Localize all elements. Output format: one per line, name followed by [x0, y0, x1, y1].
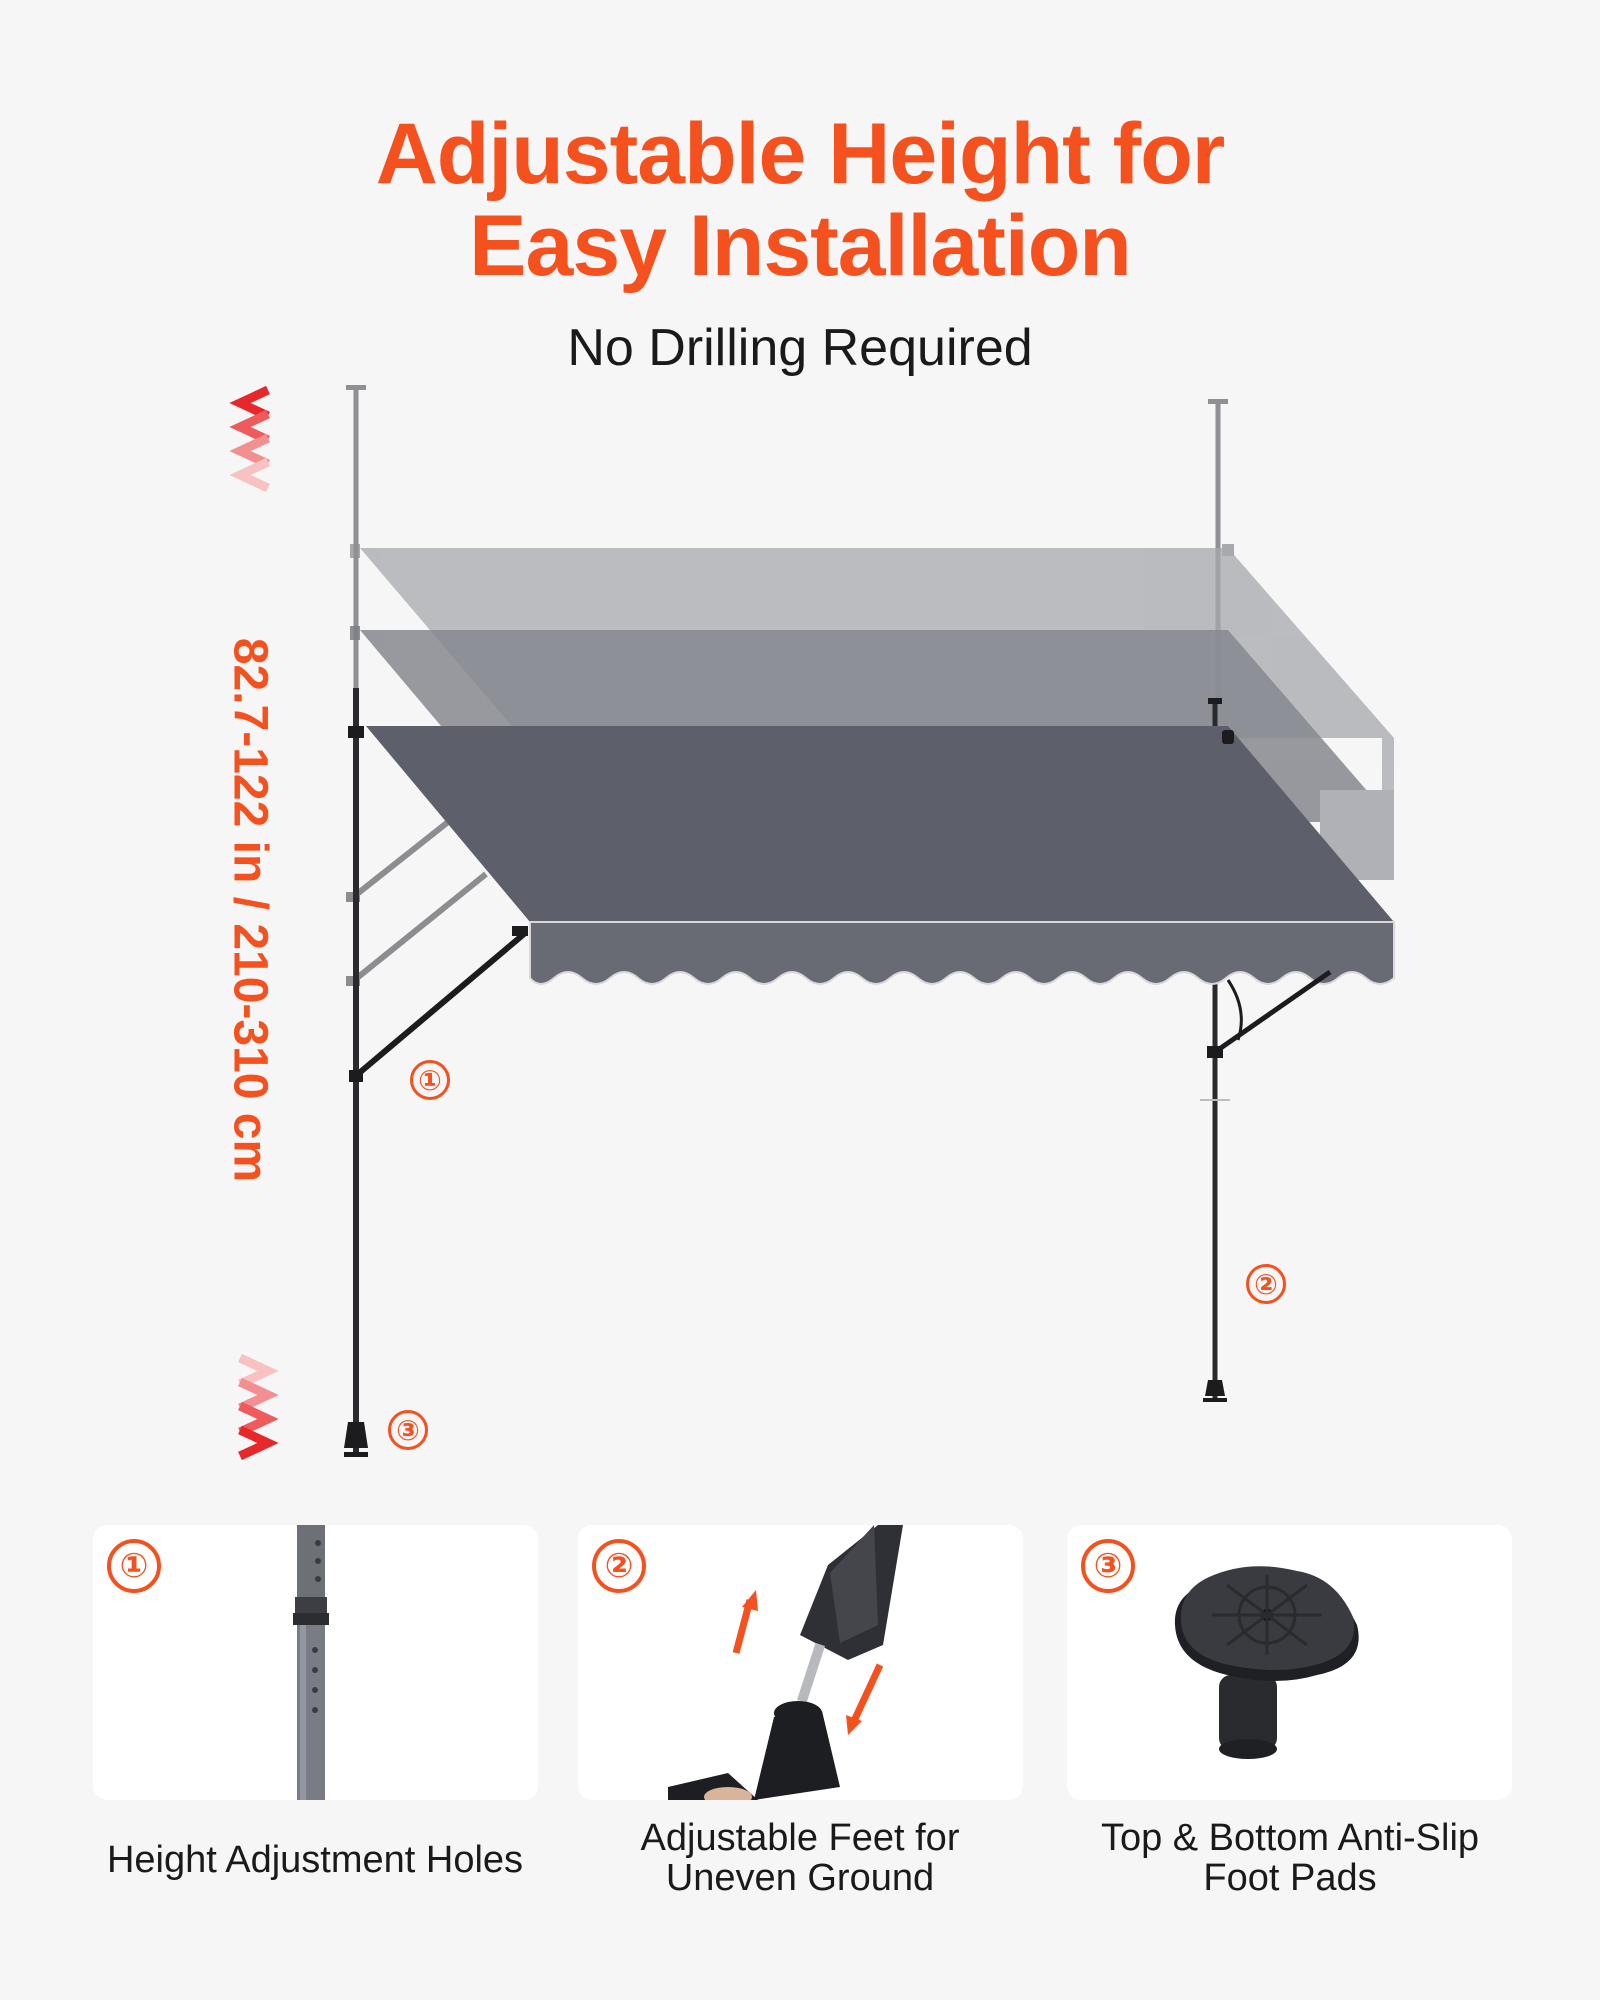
awning-illustration [229, 385, 1395, 1461]
callout-1: ① [410, 1060, 450, 1100]
adjustment-holes-icon [293, 1525, 329, 1800]
left-pole [344, 688, 368, 1457]
caption-foot-pads: Top & Bottom Anti-Slip Foot Pads [1050, 1818, 1530, 1898]
caption-1-line-1: Height Adjustment Holes [106, 1839, 524, 1881]
feature-card-adjustable-feet: ② [578, 1525, 1023, 1800]
caption-2-line-2: Uneven Ground [665, 1857, 935, 1899]
feature-badge-2: ② [592, 1539, 646, 1593]
down-chevrons-icon [238, 1353, 279, 1461]
callout-2: ② [1246, 1264, 1286, 1304]
adjustable-feet-icon [668, 1525, 903, 1800]
caption-2-line-1: Adjustable Feet for [640, 1817, 960, 1859]
feature-badge-1: ① [107, 1539, 161, 1593]
title-line-2: Easy Installation [469, 198, 1132, 294]
awning-canopy [366, 726, 1395, 985]
title-line-1: Adjustable Height for [375, 106, 1226, 202]
up-chevrons-icon [229, 385, 270, 493]
page-title: Adjustable Height for Easy Installation [0, 108, 1600, 292]
height-range-text: 82.7-122 in / 210-310 cm [223, 637, 277, 1183]
feature-card-height-holes: ① [93, 1525, 538, 1800]
caption-height-holes: Height Adjustment Holes [75, 1840, 555, 1880]
caption-3-line-1: Top & Bottom Anti-Slip [1100, 1817, 1480, 1859]
feature-card-foot-pads: ③ [1067, 1525, 1512, 1800]
foot-pad-icon [1174, 1566, 1359, 1759]
callout-3: ③ [388, 1410, 428, 1450]
page-subtitle: No Drilling Required [567, 319, 1033, 377]
caption-3-line-2: Foot Pads [1203, 1857, 1377, 1899]
feature-badge-3: ③ [1081, 1539, 1135, 1593]
caption-adjustable-feet: Adjustable Feet for Uneven Ground [560, 1818, 1040, 1898]
